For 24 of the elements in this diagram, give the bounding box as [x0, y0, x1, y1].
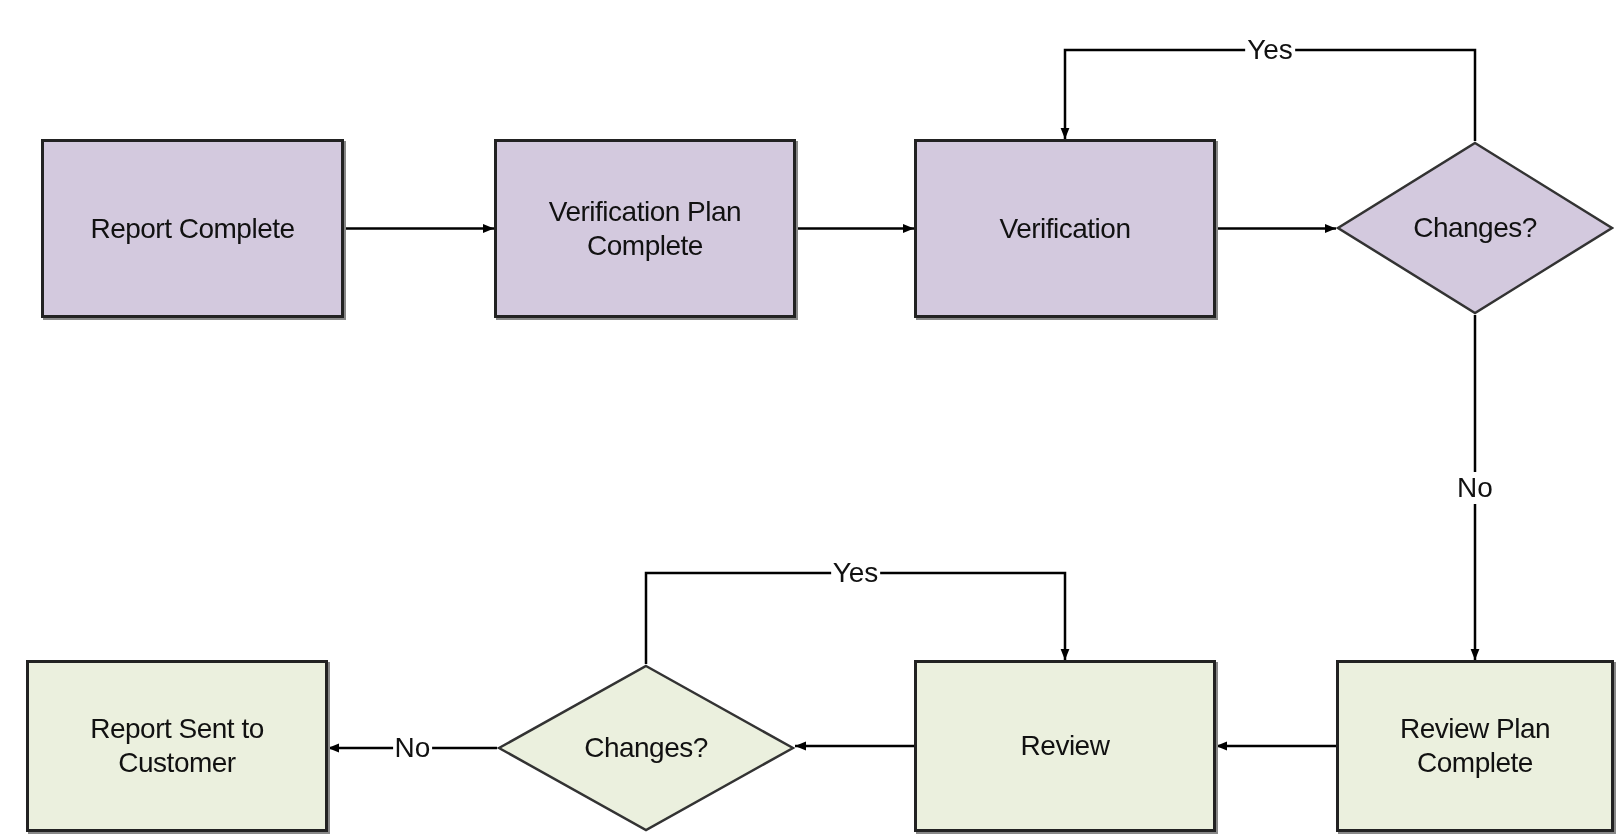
connector-arrow [795, 741, 914, 751]
connector-arrow [1470, 315, 1480, 660]
node-label: Review Plan Complete [1398, 712, 1552, 780]
connector-arrow [644, 571, 1070, 664]
node-label: Report Complete [90, 211, 295, 246]
process-box [914, 139, 1216, 318]
connector-arrow [1060, 48, 1477, 141]
process-box [26, 660, 328, 832]
node-label: Report Sent to Customer [89, 712, 265, 780]
connector-arrow [344, 224, 494, 233]
connector-arrow [1216, 741, 1336, 751]
connector-arrow [1216, 224, 1336, 233]
connector-arrow [796, 224, 914, 233]
decision-diamond [497, 664, 795, 832]
process-box [41, 139, 344, 318]
process-box [1336, 660, 1614, 832]
node-label: Changes? [1413, 211, 1537, 245]
process-box [914, 660, 1216, 832]
node-label: Verification [999, 211, 1131, 246]
node-label: Review [1020, 729, 1110, 763]
process-box [494, 139, 796, 318]
decision-diamond [1336, 141, 1614, 315]
node-label: Changes? [584, 731, 708, 765]
node-label: Verification Plan Complete [547, 194, 743, 263]
